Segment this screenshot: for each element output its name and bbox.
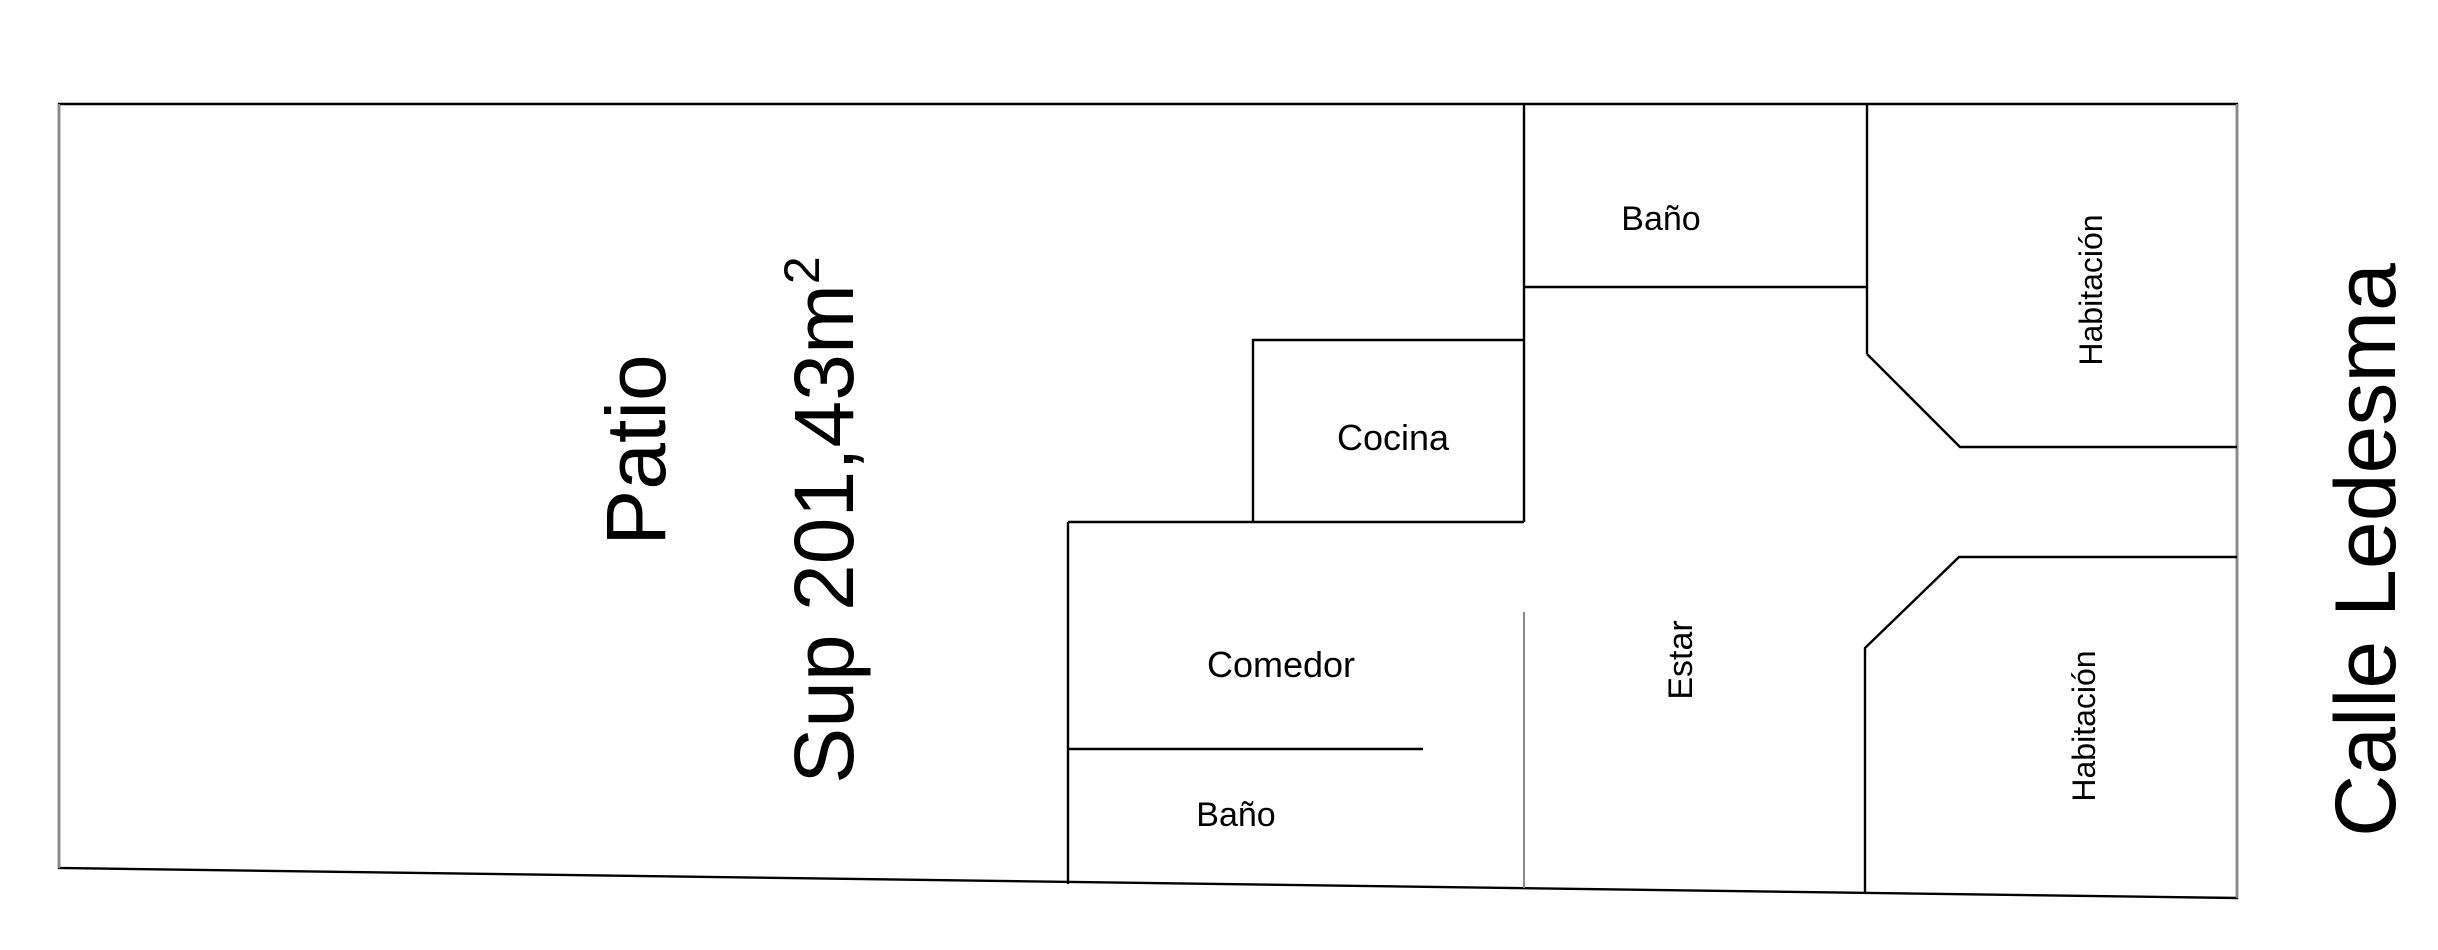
- room-label-estar: Estar: [1662, 620, 1700, 699]
- room-label-bano-top: Baño: [1621, 200, 1700, 238]
- wall-habitacion-top-chamfer: [1866, 353, 2237, 449]
- lot-outline: [57, 102, 2239, 900]
- patio-label: Patio: [589, 354, 683, 545]
- room-label-cocina: Cocina: [1337, 417, 1450, 458]
- wall-habitacion-bottom-chamfer: [1863, 555, 2237, 892]
- room-label-habitacion-bottom: Habitación: [2066, 650, 2102, 801]
- wall-cocina: [1251, 338, 1524, 522]
- room-label-bano-bottom: Baño: [1196, 796, 1275, 834]
- patio-area-label: Sup 201,43m2: [774, 256, 871, 784]
- room-label-comedor: Comedor: [1207, 644, 1355, 685]
- street-label: Calle Ledesma: [2318, 263, 2414, 837]
- patio-area-superscript: 2: [774, 256, 830, 284]
- room-label-habitacion-top: Habitación: [2073, 214, 2109, 365]
